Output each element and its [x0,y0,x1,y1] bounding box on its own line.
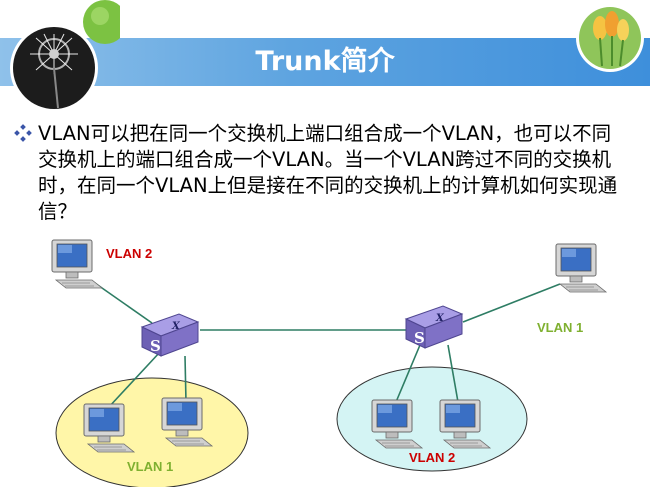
title-bar [0,38,650,86]
computer-vlan2-left [51,239,103,289]
label-vlan2-group: VLAN 2 [409,450,455,465]
link-switch1-pc1 [107,351,161,409]
label-vlan2-top-left: VLAN 2 [106,246,152,261]
links [91,280,561,409]
slide-title: Trunk简介 [255,46,395,77]
label-vlan1-group: VLAN 1 [127,459,173,474]
body-paragraph: VLAN可以把在同一个交换机上端口组合成一个VLAN，也可以不同交换机上的端口组… [14,121,628,225]
link-switch2-pc4 [447,344,459,403]
body-text: VLAN可以把在同一个交换机上端口组合成一个VLAN，也可以不同交换机上的端口组… [38,122,618,223]
dandelion-logo [10,0,120,112]
switch-right: X S [405,305,463,349]
switch-label: S [150,337,161,355]
tulip-logo [576,4,644,72]
link-switch1-pc2 [184,355,187,403]
switch-label: S [414,329,425,347]
switch-top-mark: X [435,313,445,324]
switch-left: X S [141,313,199,357]
computer-vlan1-right [555,243,607,293]
switch-top-mark: X [171,321,181,332]
link-switch2-pc3 [395,344,421,403]
diamond-bullet-icon [14,124,32,142]
label-vlan1-right: VLAN 1 [537,320,583,335]
link-switch2-pc-vlan1 [462,283,561,323]
